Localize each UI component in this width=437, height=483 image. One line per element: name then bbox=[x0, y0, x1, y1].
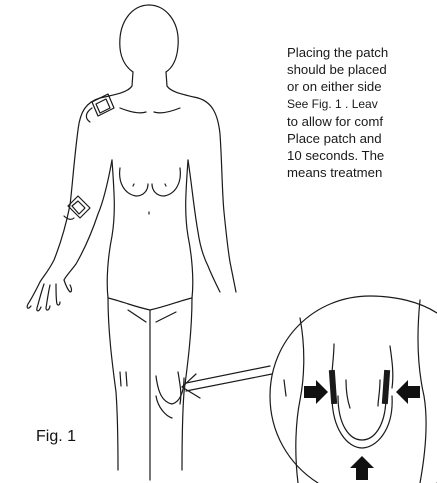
instruction-line: to allow for comf bbox=[287, 113, 437, 130]
instruction-line: Placing the patch bbox=[287, 44, 437, 61]
instruction-line: See Fig. 1 . Leav bbox=[287, 96, 437, 113]
instruction-line: Place patch and bbox=[287, 130, 437, 147]
figure-label: Fig. 1 bbox=[36, 428, 76, 446]
instruction-line: or on either side bbox=[287, 78, 437, 95]
instruction-line: 10 seconds. The bbox=[287, 147, 437, 164]
right-arm-outline bbox=[188, 98, 236, 292]
pointer-arrow-icon bbox=[182, 366, 272, 398]
shoulder-patch-icon bbox=[86, 94, 114, 122]
torso-outline bbox=[107, 108, 193, 310]
instruction-line: should be placed bbox=[287, 61, 437, 78]
legs-outline bbox=[108, 298, 192, 480]
instruction-line: means treatmen bbox=[287, 164, 437, 181]
head-outline bbox=[100, 5, 198, 98]
patch-instructions-text: Placing the patch should be placed or on… bbox=[287, 44, 437, 182]
press-arrows-icon bbox=[304, 380, 420, 480]
